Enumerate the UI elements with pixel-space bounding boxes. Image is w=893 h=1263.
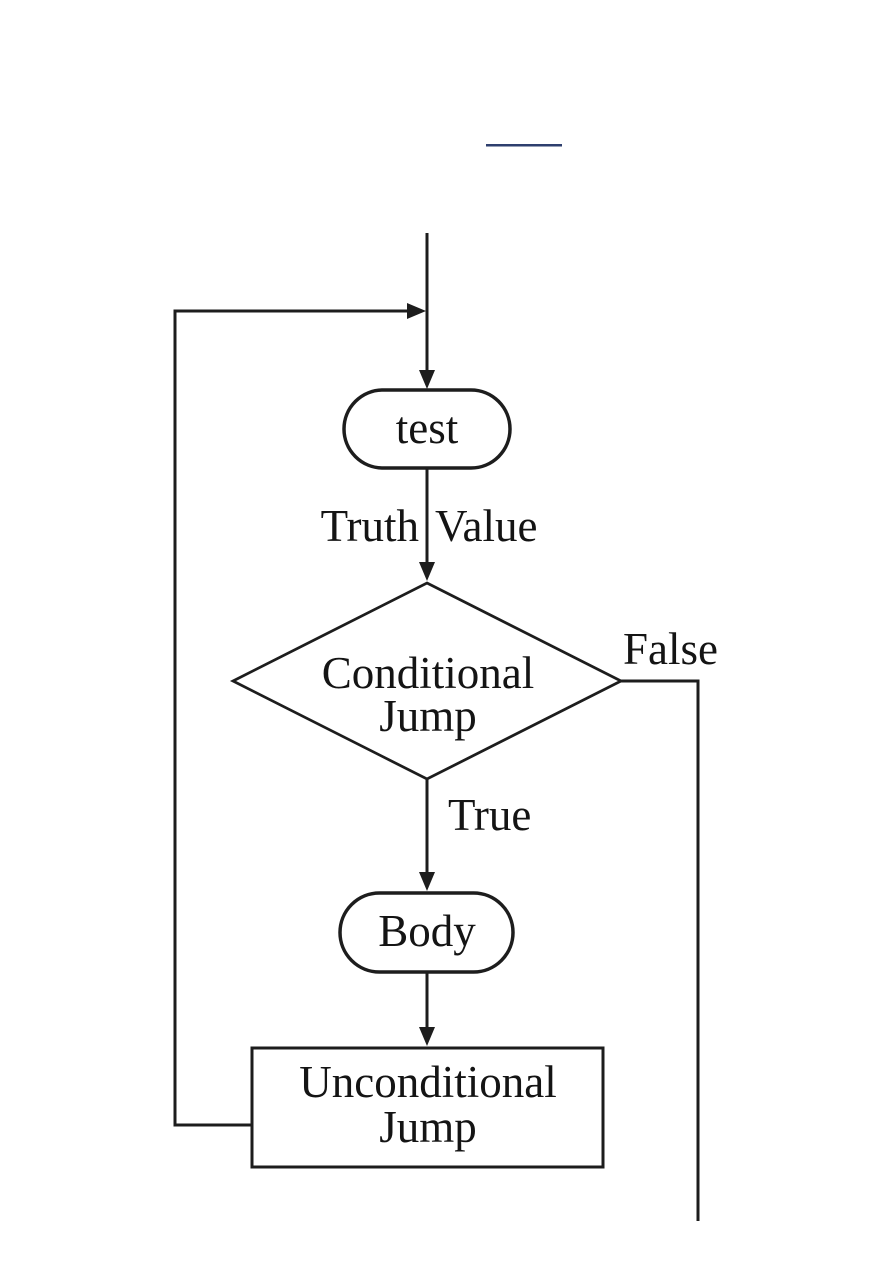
- arrowhead-into-body-icon: [419, 872, 435, 891]
- arrowhead-into-conditional-icon: [419, 562, 435, 581]
- edge-false-branch-line: [621, 679, 700, 1221]
- node-conditional-jump-label-line2: Jump: [379, 691, 477, 741]
- edge-label-value: Value: [435, 501, 537, 551]
- node-conditional-jump-label-line1: Conditional: [322, 648, 535, 698]
- edge-label-false: False: [623, 624, 718, 674]
- edge-label-truth: Truth: [321, 501, 419, 551]
- blue-underline-artifact: [486, 144, 562, 147]
- node-unconditional-jump-shape: [250, 1046, 605, 1169]
- node-test-label: test: [396, 403, 459, 453]
- arrowhead-into-unconditional-icon: [419, 1027, 435, 1046]
- edge-loopback-line: [173, 309, 408, 1127]
- node-unconditional-jump-label-line2: Jump: [379, 1102, 477, 1152]
- arrowhead-into-test-icon: [419, 370, 435, 389]
- node-unconditional-jump-label-line1: Unconditional: [299, 1057, 556, 1107]
- edge-label-true: True: [448, 790, 531, 840]
- node-body-label: Body: [378, 906, 476, 956]
- arrowhead-loopback-icon: [407, 303, 426, 319]
